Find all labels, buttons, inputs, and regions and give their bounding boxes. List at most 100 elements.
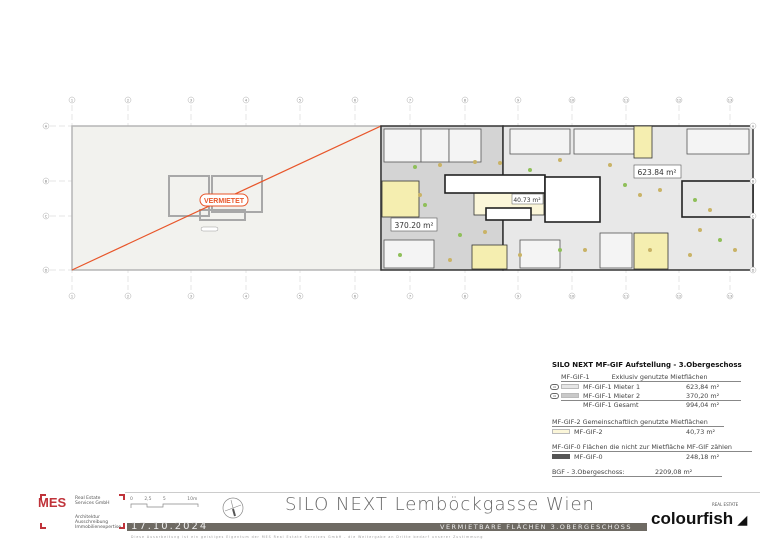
furniture-dot: [718, 238, 722, 242]
mes-logo: MES: [38, 495, 67, 510]
grid-column-label: 9: [517, 295, 519, 299]
grid-column-label: 2: [127, 99, 129, 103]
grid-bubble: [124, 96, 132, 104]
grid-bubble: [749, 177, 757, 185]
grid-column-label: 1: [71, 99, 73, 103]
row-label: MF-GIF-1 Gesamt: [583, 401, 639, 409]
row-value: 623,84 m²: [686, 382, 720, 391]
grid-row-label: D: [45, 269, 48, 273]
grid-column-label: 5: [299, 99, 301, 103]
grid-column-label: 9: [517, 99, 519, 103]
grid-bubble: [68, 292, 76, 300]
area-label-box: [390, 217, 438, 232]
grid-column-label: 10: [570, 295, 574, 299]
furniture-dot: [458, 233, 462, 237]
offices: [383, 128, 750, 269]
furniture-dot: [438, 163, 442, 167]
sub1: Real Estate: [75, 496, 101, 501]
grid-bubble: [296, 96, 304, 104]
sub2: Services GmbH: [75, 501, 110, 506]
fish-icon: ◢: [737, 513, 748, 527]
grid-row-label: A: [45, 125, 48, 129]
furniture-dot: [688, 253, 692, 257]
grid-bubble: [726, 96, 734, 104]
grid-bubble: [461, 292, 469, 300]
grid-bubble: [242, 96, 250, 104]
grid-bubble: [42, 122, 50, 130]
legend-title: SILO NEXT MF-GIF Aufstellung - 3.Oberges…: [552, 361, 742, 369]
legend-row-total: MF-GIF-1 Gesamt 994,04 m²: [561, 400, 741, 409]
scale-ruler: [130, 503, 199, 508]
tenant-tag: [200, 226, 219, 232]
legend-group0-header: MF-GIF-0 Flächen die nicht zur Mietfläch…: [552, 443, 752, 452]
grid-bubble: [351, 96, 359, 104]
group-code: MF-GIF-1: [561, 372, 590, 381]
north-arrow-icon: [222, 497, 244, 519]
grid-bubble: [351, 292, 359, 300]
scale-label: 10m: [187, 497, 198, 502]
grid-bubble: [124, 292, 132, 300]
furniture-dot: [638, 193, 642, 197]
grid-row-label: C: [45, 215, 48, 219]
grid-bubble: [622, 292, 630, 300]
legend-row: MF-GIF-0 248,18 m²: [552, 452, 757, 461]
row-value: 370,20 m²: [686, 391, 720, 400]
tenant-tag-icon: ▭: [550, 392, 560, 399]
area-label-box: [511, 193, 544, 205]
title-bar: [127, 523, 647, 531]
grid-bubble: [42, 177, 50, 185]
service: Ausschreibung: [75, 520, 109, 526]
furniture-dot: [558, 248, 562, 252]
service: Immobilienexpertise: [75, 525, 122, 531]
furniture-dot: [648, 248, 652, 252]
grid-column-label: 8: [464, 295, 466, 299]
grid-bubble: [622, 96, 630, 104]
row-label: MF-GIF-0: [574, 452, 603, 461]
furniture-dots: [398, 158, 737, 262]
vermietet-badge: [199, 193, 249, 207]
grid-row-label: C: [752, 215, 755, 219]
grid-column-label: 8: [464, 99, 466, 103]
grid-bubble: [68, 96, 76, 104]
furniture-dot: [698, 228, 702, 232]
grid-column-label: 10: [570, 99, 574, 103]
area-tenant1: 623.84 m²: [638, 168, 677, 177]
furniture-dot: [448, 258, 452, 262]
furniture-dot: [708, 208, 712, 212]
grid-row-label: A: [752, 125, 755, 129]
fine-print: Diese Ausarbeitung ist ein geistiges Eig…: [131, 535, 484, 539]
group-desc: Exklusiv genutzte Mietflächen: [611, 372, 708, 381]
furniture-dot: [413, 165, 417, 169]
row-value: 994,04 m²: [686, 401, 720, 409]
legend-bgf: BGF - 3.Obergeschoss: 2209,08 m²: [552, 468, 722, 477]
date: 17.10.2024: [131, 521, 209, 532]
legend-row: ▭ MF-GIF-1 Mieter 1 623,84 m²: [550, 382, 757, 391]
brand-sub: REAL ESTATE: [712, 502, 739, 507]
corner-mark: [119, 523, 125, 529]
tenant-tag-icon: ▭: [550, 383, 560, 390]
grid-column-label: 13: [728, 295, 732, 299]
row-value: 248,18 m²: [686, 452, 720, 461]
legend-row: MF-GIF-2 40,73 m²: [552, 427, 757, 436]
area-legend: SILO NEXT MF-GIF Aufstellung - 3.Oberges…: [550, 361, 757, 477]
grid-bubble: [42, 212, 50, 220]
grid-bubble: [514, 96, 522, 104]
swatch: [561, 393, 579, 398]
furniture-dot: [623, 183, 627, 187]
grid-column-label: 7: [409, 99, 411, 103]
brand-name: colourfish: [651, 509, 734, 528]
furniture-dot: [608, 163, 612, 167]
furniture-dot: [518, 253, 522, 257]
row-label: MF-GIF-1 Mieter 1: [583, 382, 641, 391]
legend-group2-header: MF-GIF-2 Gemeinschaftlich genutzte Mietf…: [552, 418, 724, 427]
row-value: 40,73 m²: [686, 427, 716, 436]
grid-bubble: [749, 266, 757, 274]
area-label-box: [633, 164, 682, 179]
grid-column-label: 3: [190, 99, 192, 103]
grid-column-label: 12: [677, 99, 681, 103]
grid-bubble: [675, 292, 683, 300]
colourfish-logo: colourfish ◢: [648, 509, 751, 530]
furniture-dot: [583, 248, 587, 252]
grid-column-label: 11: [624, 295, 628, 299]
